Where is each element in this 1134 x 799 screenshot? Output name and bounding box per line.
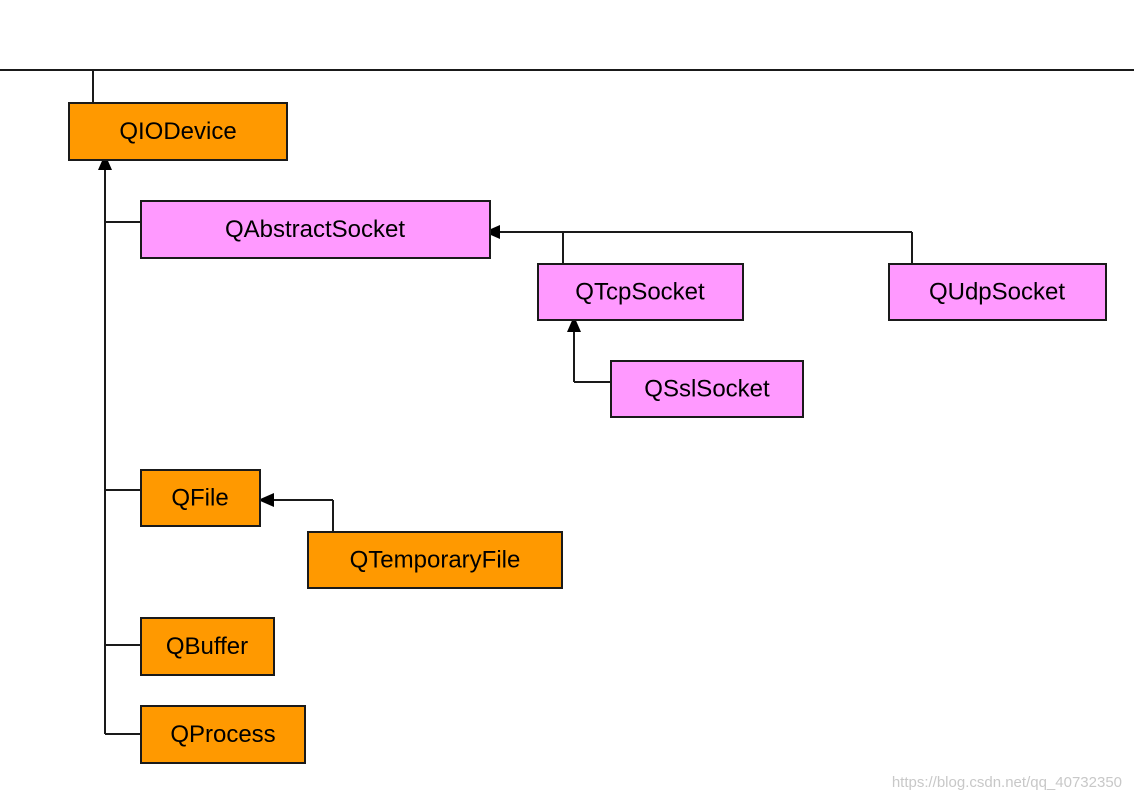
arrowhead-qabstractsocket (484, 225, 500, 239)
node-label: QBuffer (166, 633, 248, 660)
node-box (68, 102, 288, 161)
node-box (140, 469, 261, 527)
node-box (307, 531, 563, 589)
node-label: QSslSocket (644, 375, 770, 402)
node-box (140, 617, 275, 676)
node-box (610, 360, 804, 418)
node-qbuffer[interactable]: QBuffer (140, 617, 275, 676)
arrowhead-qfile (258, 493, 274, 507)
node-label: QTemporaryFile (350, 546, 521, 573)
node-label: QAbstractSocket (225, 216, 405, 243)
edge-group-qiodevice (98, 154, 141, 735)
node-qsslsocket[interactable]: QSslSocket (610, 360, 804, 418)
node-label: QUdpSocket (929, 278, 1065, 305)
node-qiodevice[interactable]: QIODevice (68, 102, 288, 161)
node-label: QTcpSocket (575, 278, 705, 305)
node-label: QIODevice (119, 118, 236, 145)
node-qabstractsocket[interactable]: QAbstractSocket (140, 200, 491, 259)
node-label: QFile (171, 484, 228, 511)
node-qprocess[interactable]: QProcess (140, 705, 306, 764)
arrowhead-qtcpsocket (567, 316, 581, 332)
arrowhead-qiodevice (98, 154, 112, 170)
watermark: https://blog.csdn.net/qq_40732350 (891, 774, 1122, 791)
edge-group-qabstractsocket (484, 225, 913, 264)
edge-group-qtcpsocket (567, 316, 611, 383)
node-qfile[interactable]: QFile (140, 469, 261, 527)
node-qudpsocket[interactable]: QUdpSocket (888, 263, 1107, 321)
node-qtcpsocket[interactable]: QTcpSocket (537, 263, 744, 321)
node-box (140, 200, 491, 259)
node-label: QProcess (170, 721, 275, 748)
edge-group-qfile (258, 493, 334, 532)
node-box (140, 705, 306, 764)
node-qtemporaryfile[interactable]: QTemporaryFile (307, 531, 563, 589)
node-box (537, 263, 744, 321)
node-box (888, 263, 1107, 321)
